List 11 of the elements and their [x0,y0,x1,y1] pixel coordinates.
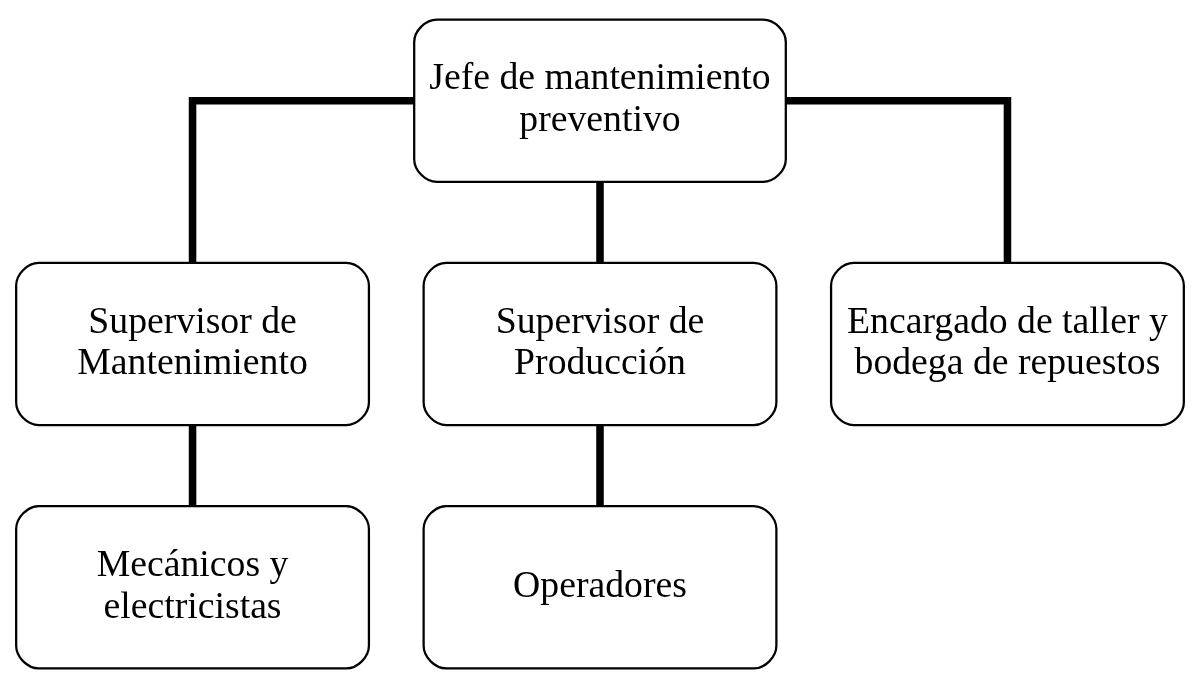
node-box: Operadores [422,505,778,670]
node-box: Supervisor de Mantenimiento [15,261,371,427]
connector [188,425,197,506]
connector [596,182,604,263]
node-box: Mecánicos y electricistas [15,505,371,670]
node-box: Encargado de taller y bodega de repuestos [829,261,1185,427]
connector [596,425,604,506]
node-box: Jefe de mantenimiento preventivo [413,18,787,183]
connector [188,96,415,263]
connector [785,96,1012,263]
node-box: Supervisor de Producción [422,261,778,427]
